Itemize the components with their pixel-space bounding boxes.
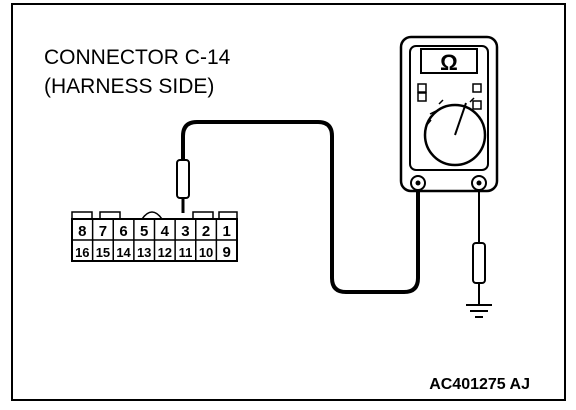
connector-bottom-row: 16 15 14 13 12 11 10 9 — [75, 240, 231, 261]
pin-6: 6 — [119, 223, 127, 240]
ground-probe-icon — [472, 242, 486, 305]
connector-subtitle: (HARNESS SIDE) — [44, 75, 214, 98]
pin-7: 7 — [99, 223, 107, 240]
pin-15: 15 — [96, 245, 110, 260]
pin-5: 5 — [140, 223, 148, 240]
meter-display — [420, 48, 478, 74]
pin-10: 10 — [199, 245, 213, 260]
figure-code: AC401275 AJ — [429, 376, 530, 393]
ohmmeter-icon: Ω — [399, 35, 499, 193]
pin-16: 16 — [75, 245, 89, 260]
pin-4: 4 — [161, 223, 170, 240]
pin-2: 2 — [202, 223, 210, 240]
ohm-symbol: Ω — [440, 50, 458, 75]
connector-title: CONNECTOR C-14 — [44, 46, 231, 69]
pin-8: 8 — [78, 223, 86, 240]
diagram-frame — [11, 3, 566, 401]
pin-1: 1 — [223, 223, 231, 240]
test-probe-icon — [176, 159, 190, 213]
test-lead-cable — [181, 120, 420, 294]
pin-11: 11 — [179, 245, 193, 260]
pin-12: 12 — [158, 245, 172, 260]
pin-13: 13 — [137, 245, 151, 260]
pin-9: 9 — [223, 244, 231, 261]
pin-3: 3 — [181, 223, 189, 240]
pin-14: 14 — [116, 245, 131, 260]
ground-symbol-icon — [466, 304, 492, 318]
